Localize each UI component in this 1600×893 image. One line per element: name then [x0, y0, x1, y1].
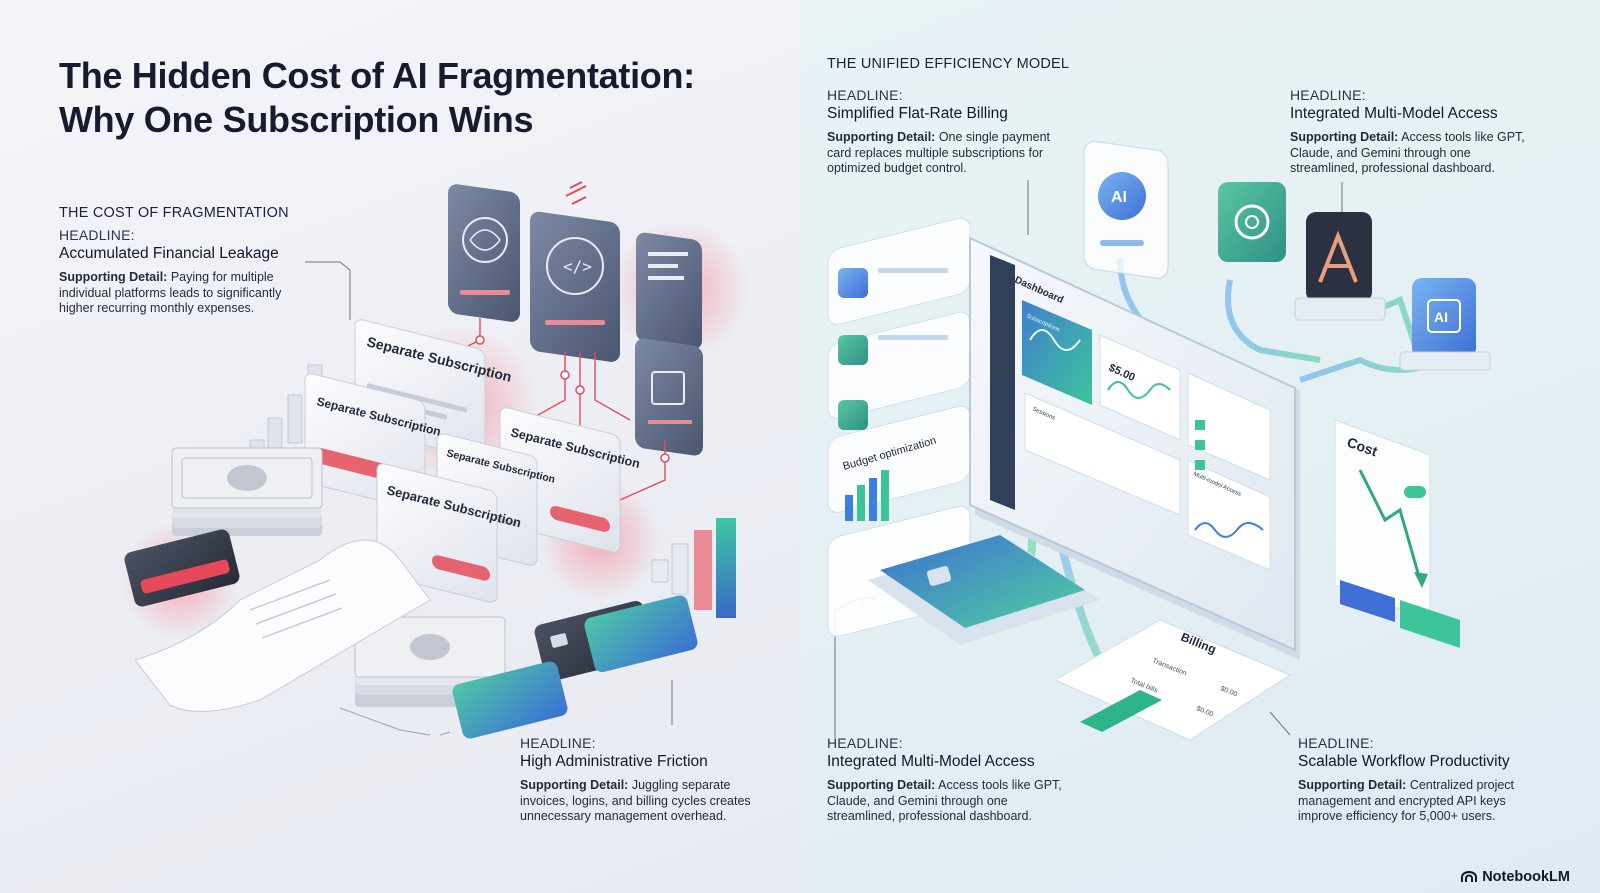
supporting-detail: Supporting Detail: Access tools like GPT…: [1290, 130, 1525, 175]
fragmentation-panel: </>: [0, 0, 800, 893]
billing-panel: [1053, 619, 1292, 741]
headline-text: Integrated Multi-Model Access: [827, 753, 1035, 770]
headline-text: High Administrative Friction: [520, 753, 708, 770]
payment-card: [868, 535, 1100, 645]
unified-panel: Dashboard Subscriptions $5.00 Sessions M…: [800, 0, 1600, 893]
ai-gear-tile: [1083, 140, 1169, 279]
headline-block-multi-model-top: HEADLINE: Integrated Multi-Model Access …: [1290, 86, 1530, 177]
unified-section-title: THE UNIFIED EFFICIENCY MODEL: [827, 56, 1070, 72]
headline-text: Integrated Multi-Model Access: [1290, 105, 1498, 122]
headline-label: HEADLINE:: [1298, 735, 1374, 751]
supporting-detail: Supporting Detail: Access tools like GPT…: [827, 778, 1062, 823]
headline-block-financial-leakage: HEADLINE: Accumulated Financial Leakage …: [59, 226, 309, 317]
openai-tile: [1218, 182, 1286, 262]
ai-badge-chip: AI: [1434, 309, 1448, 325]
headline-text: Simplified Flat-Rate Billing: [827, 105, 1008, 122]
title-line-2: Why One Subscription Wins: [59, 99, 534, 140]
ai-badge-gear: AI: [1111, 189, 1127, 206]
title-line-1: The Hidden Cost of AI Fragmentation:: [59, 55, 695, 96]
bar-chart-left: [651, 518, 736, 618]
supporting-detail: Supporting Detail: Juggling separate inv…: [520, 778, 751, 823]
cash-stack-bottom: [354, 616, 506, 707]
headline-block-admin-friction: HEADLINE: High Administrative Friction S…: [520, 734, 770, 825]
svg-text:</>: </>: [563, 257, 592, 276]
headline-block-multi-model-bottom: HEADLINE: Integrated Multi-Model Access …: [827, 734, 1067, 825]
receipt-scroll: [134, 539, 431, 712]
ai-chip-tile: [1399, 278, 1491, 371]
supporting-detail: Supporting Detail: Paying for multiple i…: [59, 270, 282, 315]
cost-panel: [1334, 419, 1460, 648]
blue-credit-card: [452, 661, 568, 739]
notebooklm-icon: [1461, 871, 1478, 882]
dashboard-monitor: [969, 236, 1300, 660]
headline-label: HEADLINE:: [1290, 87, 1366, 103]
page-title: The Hidden Cost of AI Fragmentation: Why…: [59, 54, 759, 142]
headline-label: HEADLINE:: [827, 735, 903, 751]
headline-text: Accumulated Financial Leakage: [59, 245, 279, 262]
headline-label: HEADLINE:: [827, 87, 903, 103]
fragmentation-section-title: THE COST OF FRAGMENTATION: [59, 205, 289, 221]
headline-label: HEADLINE:: [59, 227, 135, 243]
brand-logo: NotebookLM: [1461, 869, 1570, 885]
supporting-detail: Supporting Detail: Centralized project m…: [1298, 778, 1515, 823]
headline-block-flat-rate: HEADLINE: Simplified Flat-Rate Billing S…: [827, 86, 1067, 177]
code-app-tile: </>: [530, 181, 620, 362]
unified-illustration: Dashboard Subscriptions $5.00 Sessions M…: [827, 140, 1491, 741]
dark-credit-card-left: [124, 529, 240, 607]
supporting-detail: Supporting Detail: One single payment ca…: [827, 130, 1050, 175]
terminal-app-tile: [636, 232, 702, 350]
teal-credit-card: [584, 595, 698, 673]
headline-label: HEADLINE:: [520, 735, 596, 751]
fragmentation-illustration: </>: [120, 181, 750, 739]
subscription-card-stack: [304, 319, 621, 603]
cash-stack-left: [171, 447, 323, 536]
brand-name: NotebookLM: [1482, 869, 1570, 885]
headline-block-scalable: HEADLINE: Scalable Workflow Productivity…: [1298, 734, 1548, 825]
brain-app-tile: [448, 184, 520, 322]
anthropic-tile: [1294, 212, 1386, 321]
headline-text: Scalable Workflow Productivity: [1298, 753, 1510, 770]
chip-app-tile: [635, 338, 703, 456]
